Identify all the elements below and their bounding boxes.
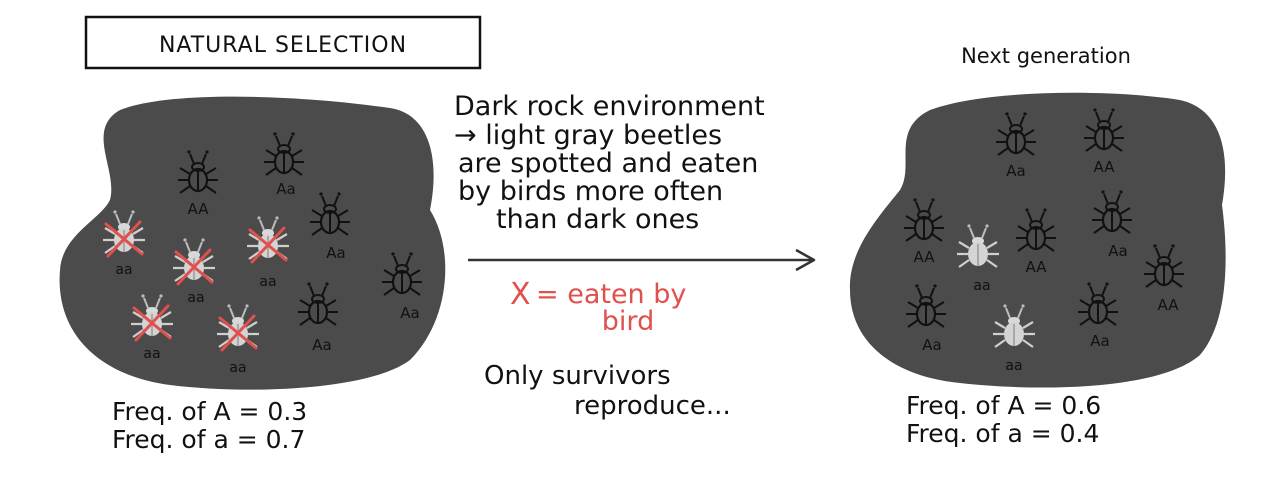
genotype-label: AA xyxy=(914,248,936,266)
genotype-label: aa xyxy=(973,278,990,294)
genotype-label: AA xyxy=(1158,296,1180,314)
title-box xyxy=(84,15,482,70)
genotype-label: Aa xyxy=(312,336,331,354)
caption-line: Dark rock environment xyxy=(454,91,765,122)
genotype-label: AA xyxy=(188,200,210,218)
genotype-label: aa xyxy=(187,290,204,306)
genotype-label: AA xyxy=(1094,158,1116,176)
survivors-line-1: Only survivors xyxy=(484,361,671,391)
genotype-label: aa xyxy=(1005,358,1022,374)
survivors-line-2: reproduce... xyxy=(574,391,731,421)
legend-marker: X xyxy=(510,277,531,312)
caption-line: than dark ones xyxy=(496,204,699,235)
freq-a-before: Freq. of a = 0.7 xyxy=(112,425,305,454)
legend: X = eaten by bird xyxy=(510,277,686,337)
title: NATURAL SELECTION xyxy=(159,33,407,58)
genotype-label: Aa xyxy=(1108,242,1127,260)
genotype-label: aa xyxy=(115,262,132,278)
beetles-after: Aa AA AA aa AA Aa AA Aa aa Aa xyxy=(902,107,1186,374)
caption-line: by birds more often xyxy=(458,176,723,207)
legend-line-2: bird xyxy=(602,306,654,337)
freq-A-before: Freq. of A = 0.3 xyxy=(112,397,307,426)
genotype-label: aa xyxy=(229,360,246,376)
genotype-label: Aa xyxy=(276,180,295,198)
genotype-label: AA xyxy=(1026,258,1048,276)
genotype-label: aa xyxy=(143,346,160,362)
beetles-before: AA Aa Aa Aa Aa aa aa aa aa aa xyxy=(101,131,424,376)
freq-A-after: Freq. of A = 0.6 xyxy=(906,391,1101,420)
genotype-label: Aa xyxy=(1006,162,1025,180)
genotype-label: Aa xyxy=(1090,332,1109,350)
arrow xyxy=(468,248,816,272)
caption-line: are spotted and eaten xyxy=(458,148,758,179)
next-generation-label: Next generation xyxy=(961,44,1131,68)
legend-line-1: = eaten by xyxy=(536,279,686,310)
environment-caption: Dark rock environment → light gray beetl… xyxy=(454,91,765,235)
freq-a-after: Freq. of a = 0.4 xyxy=(906,419,1099,448)
genotype-label: Aa xyxy=(922,336,941,354)
genotype-label: Aa xyxy=(400,304,419,322)
caption-line: → light gray beetles xyxy=(454,120,722,151)
genotype-label: Aa xyxy=(326,244,345,262)
genotype-label: aa xyxy=(259,274,276,290)
